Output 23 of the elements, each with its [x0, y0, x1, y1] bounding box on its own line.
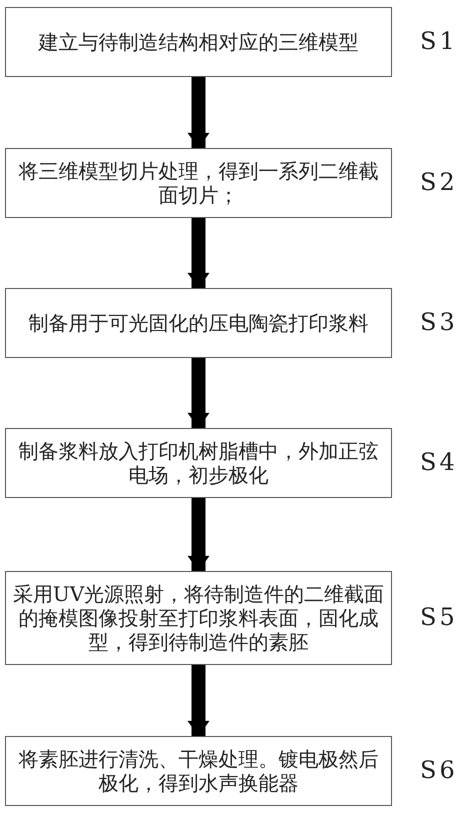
step-label: S1	[420, 27, 458, 55]
step-text: 建立与待制造结构相对应的三维模型	[37, 30, 360, 54]
process-box	[5, 571, 392, 665]
step-text: 将三维模型切片处理，得到一系列二维截面切片；	[18, 159, 380, 207]
step-label: S6	[420, 756, 458, 784]
process-box	[5, 428, 392, 498]
step-text: 采用UV光源照射，将待制造件的二维截面的掩模图像投射至打印浆料表面，固化成型，得到待制造件的素胚	[12, 582, 386, 654]
arrow	[188, 665, 210, 736]
step-text: 制备用于可光固化的压电陶瓷打印浆料	[28, 311, 370, 335]
step-label: S2	[420, 168, 458, 196]
arrow	[188, 218, 210, 288]
arrow	[188, 498, 210, 571]
step-label: S3	[420, 308, 458, 336]
step-text: 将素胚进行清洗、干燥处理。镀电极然后极化，得到水声换能器	[18, 747, 380, 795]
step-text: 制备浆料放入打印机树脂槽中，外加正弦电场，初步极化	[18, 439, 380, 487]
arrow	[188, 358, 210, 428]
process-box	[5, 288, 392, 358]
step-label: S5	[420, 603, 458, 631]
step-label: S4	[420, 448, 458, 476]
arrow	[188, 77, 210, 148]
process-box	[5, 736, 392, 806]
process-box	[5, 148, 392, 218]
process-box	[5, 7, 392, 77]
